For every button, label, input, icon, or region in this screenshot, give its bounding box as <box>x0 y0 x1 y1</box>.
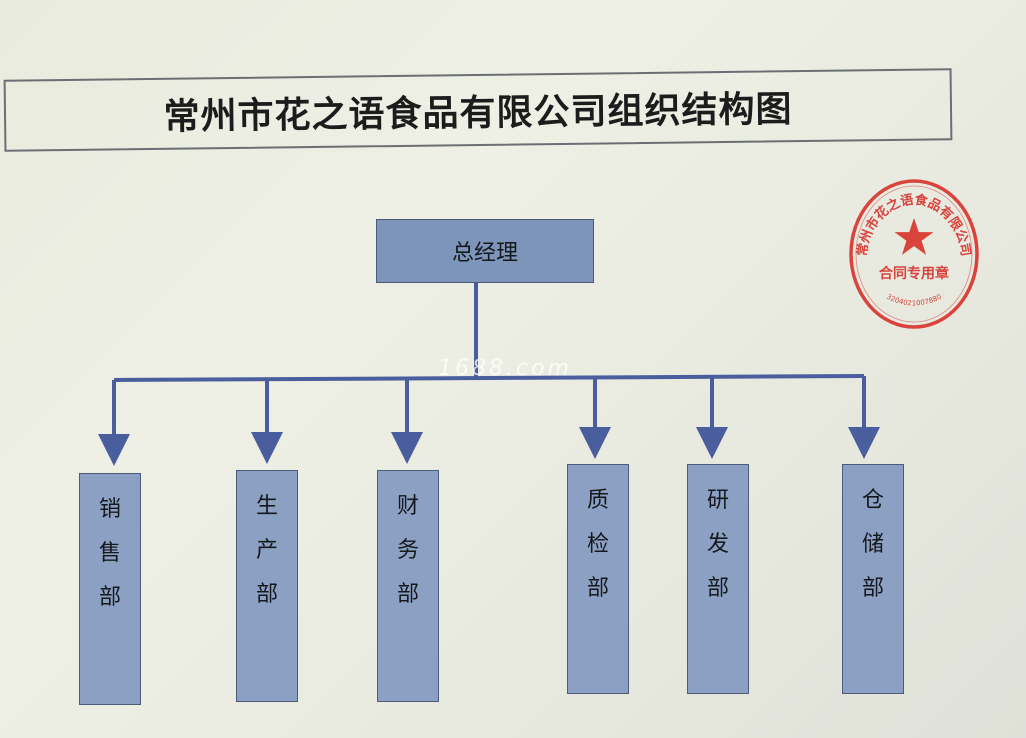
general-manager-box: 总经理 <box>376 219 594 283</box>
company-seal: 常州市花之语食品有限公司 合同专用章 3204021007880 <box>849 179 979 329</box>
dept-label: 销售部 <box>98 497 121 610</box>
dept-label: 研发部 <box>706 488 729 601</box>
bus-line <box>113 374 865 382</box>
seal-purpose-text: 合同专用章 <box>879 265 949 282</box>
dept-box-storage: 仓储部 <box>842 464 904 694</box>
dept-box-finance: 财务部 <box>377 470 439 702</box>
dept-box-rd: 研发部 <box>687 464 749 694</box>
star-icon <box>894 218 934 255</box>
dept-box-sales: 销售部 <box>79 473 141 705</box>
dept-box-production: 生产部 <box>236 470 298 702</box>
dept-box-qc: 质检部 <box>567 464 629 694</box>
seal-number-text: 3204021007880 <box>885 293 943 308</box>
dept-label: 生产部 <box>255 494 278 607</box>
dept-label: 财务部 <box>396 494 419 607</box>
dept-label: 仓储部 <box>861 488 884 601</box>
watermark-text: 1688.com <box>438 356 572 381</box>
dept-label: 质检部 <box>586 488 609 601</box>
